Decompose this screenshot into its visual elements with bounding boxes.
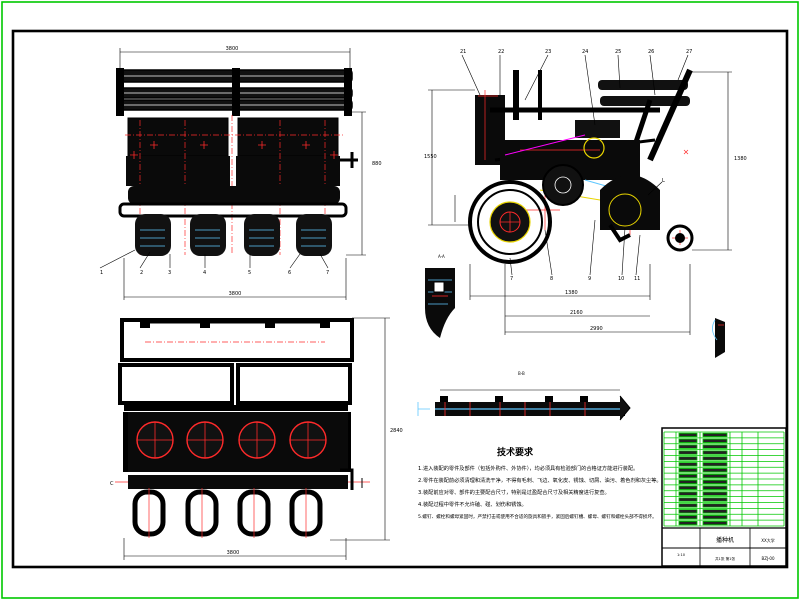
title-block-drawing-no: BZJ-00 <box>761 556 775 561</box>
side-label-25: 25 <box>615 49 621 55</box>
section-a-label: A-A <box>438 254 445 259</box>
bom-cell-fill <box>678 503 698 508</box>
bom-cell-fill <box>702 503 728 508</box>
section-b-label: B-B <box>518 371 525 376</box>
bom-cell-fill <box>678 468 698 473</box>
seed-meter-group <box>136 421 327 459</box>
side-label-b10: 10 <box>618 276 624 282</box>
side-dim-bottom-2: 2160 <box>570 310 583 316</box>
front-dim-bottom: 3800 <box>229 291 242 297</box>
side-label-22: 22 <box>498 49 504 55</box>
side-label-24: 24 <box>582 49 588 55</box>
side-label-26: 26 <box>648 49 654 55</box>
bom-cell-fill <box>702 497 728 502</box>
bom-cell-fill <box>702 520 728 526</box>
side-dim-right: 1380 <box>734 156 747 162</box>
side-dim-bottom-3: 2990 <box>590 326 603 332</box>
tech-req-line-5: 5.螺钉、螺栓和螺母紧固时，严禁打击或使用不合适的旋具和扳手，紧固后螺钉槽、螺母… <box>418 513 657 520</box>
title-block-name: 播种机 <box>716 536 734 544</box>
bom-cell-fill <box>678 485 698 490</box>
side-label-21: 21 <box>460 49 466 55</box>
title-block-sheet: 共1张 第1张 <box>715 556 735 561</box>
bom-cell-fill <box>702 456 728 461</box>
top-section-mark: C <box>110 481 114 487</box>
tech-req-line-3: 3.装配前应对零、部件的主要配合尺寸，特别是过盈配合尺寸及相关精度进行复查。 <box>418 488 610 496</box>
bom-cell-fill <box>678 444 698 449</box>
front-label-5: 5 <box>248 270 251 276</box>
side-label-23: 23 <box>545 49 551 55</box>
top-dim-bottom: 3800 <box>227 550 240 556</box>
bom-cell-fill <box>678 462 698 467</box>
tech-req-line-1: 1.进入装配的零件及部件（包括外购件、外协件），均必须具有检验部门的合格证方能进… <box>418 464 638 472</box>
front-label-2: 2 <box>140 270 143 276</box>
side-label-l: L <box>662 178 665 184</box>
bom-cell-fill <box>678 509 698 514</box>
front-label-3: 3 <box>168 270 171 276</box>
bom-cell-fill <box>702 473 728 479</box>
title-block-school: XX大学 <box>761 537 774 543</box>
bom-cell-fill <box>678 491 698 496</box>
bom-cell-fill <box>678 456 698 461</box>
side-label-b9: 9 <box>588 276 591 282</box>
side-dim-left: 1550 <box>424 154 437 160</box>
inner-border <box>11 29 789 569</box>
section-detail-right <box>712 318 725 358</box>
bom-cell-fill <box>702 450 728 455</box>
front-label-7: 7 <box>326 270 329 276</box>
title-block-scale: 1:10 <box>677 553 686 557</box>
front-dim-top: 3800 <box>226 46 239 52</box>
tech-req-line-2: 2.零件在装配前必须清理和清洗干净，不得有毛刺、飞边、氧化皮、锈蚀、切屑、油污、… <box>418 476 662 484</box>
bom-cell-fill <box>702 509 728 514</box>
bom-cell-fill <box>678 520 698 526</box>
side-view: 1550 1380 1380 2160 2990 21 22 23 24 25 <box>424 49 747 335</box>
bom-cell-fill <box>702 438 728 443</box>
bom-cell-fill <box>702 515 728 520</box>
front-view: 3800 <box>99 46 382 300</box>
front-dim-right: 880 <box>372 161 382 167</box>
bom-cell-fill <box>678 450 698 455</box>
bom-cell-fill <box>678 432 698 438</box>
section-a: A-A <box>425 254 455 338</box>
tech-requirements: 技术要求 1.进入装配的零件及部件（包括外购件、外协件），均必须具有检验部门的合… <box>418 446 662 520</box>
side-label-b8: 8 <box>550 276 553 282</box>
title-block: 播种机 XX大学 BZJ-00 1:10 共1张 第1张 <box>661 427 787 567</box>
side-label-27: 27 <box>686 49 692 55</box>
bom-cell-fill <box>702 462 728 467</box>
tech-requirements-title: 技术要求 <box>497 446 534 458</box>
bom-cell-fill <box>678 473 698 479</box>
bom-cell-fill <box>702 479 728 485</box>
bom-cell-fill <box>702 468 728 473</box>
top-view: C 3800 2840 <box>110 317 403 560</box>
section-b: B-B <box>417 371 631 421</box>
front-wheel-group <box>135 214 332 256</box>
top-view-wheels <box>132 488 323 538</box>
side-dim-bottom-1: 1380 <box>565 290 578 296</box>
bom-cell-fill <box>678 515 698 520</box>
tech-req-line-4: 4.装配过程中零件不允许磕、碰、划伤和锈蚀。 <box>418 500 527 508</box>
bom-cell-fill <box>678 479 698 485</box>
bom-cell-fill <box>702 491 728 496</box>
bom-cell-fill <box>702 485 728 490</box>
side-label-b7: 7 <box>510 276 513 282</box>
front-label-6: 6 <box>288 270 291 276</box>
bom-cell-fill <box>702 444 728 449</box>
top-dim-right: 2840 <box>390 428 403 434</box>
bom-cell-fill <box>678 497 698 502</box>
bom-cell-fill <box>678 438 698 443</box>
front-label-1: 1 <box>100 270 103 276</box>
bom-cell-fill <box>702 432 728 438</box>
side-label-b11: 11 <box>634 276 640 282</box>
front-label-4: 4 <box>203 270 206 276</box>
